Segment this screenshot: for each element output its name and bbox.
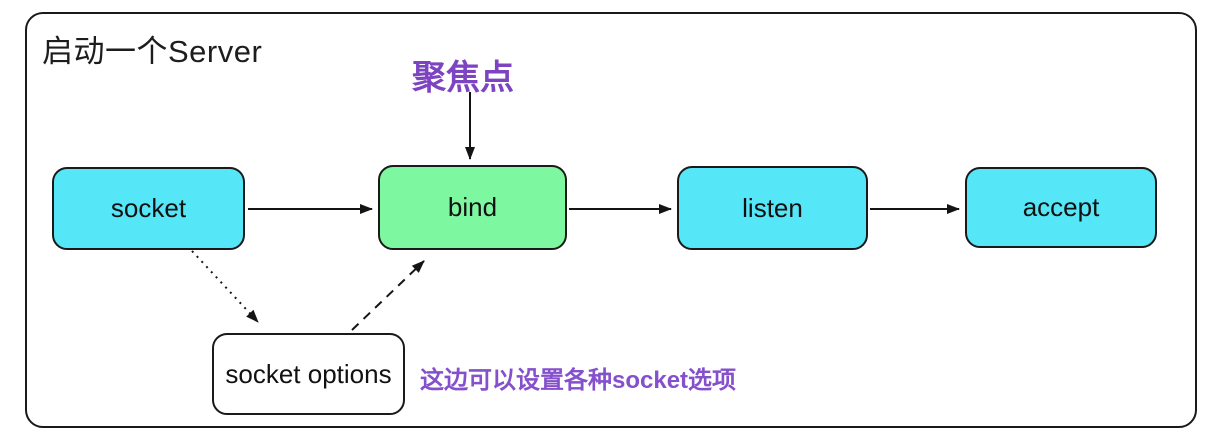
node-socket-options[interactable]: socket options bbox=[212, 333, 405, 415]
node-bind[interactable]: bind bbox=[378, 165, 567, 250]
diagram-title: 启动一个Server bbox=[42, 34, 263, 69]
socket-options-annotation: 这边可以设置各种socket选项 bbox=[420, 367, 737, 394]
node-listen[interactable]: listen bbox=[677, 166, 868, 250]
node-listen-label: listen bbox=[742, 192, 803, 223]
node-bind-label: bind bbox=[447, 192, 498, 222]
node-accept[interactable]: accept bbox=[965, 167, 1157, 248]
node-socket-options-label: socket options bbox=[225, 358, 392, 389]
node-socket[interactable]: socket bbox=[52, 167, 245, 250]
node-socket-label: socket bbox=[110, 193, 187, 223]
focus-point-label: 聚焦点 bbox=[412, 59, 514, 97]
node-accept-label: accept bbox=[1022, 192, 1100, 222]
